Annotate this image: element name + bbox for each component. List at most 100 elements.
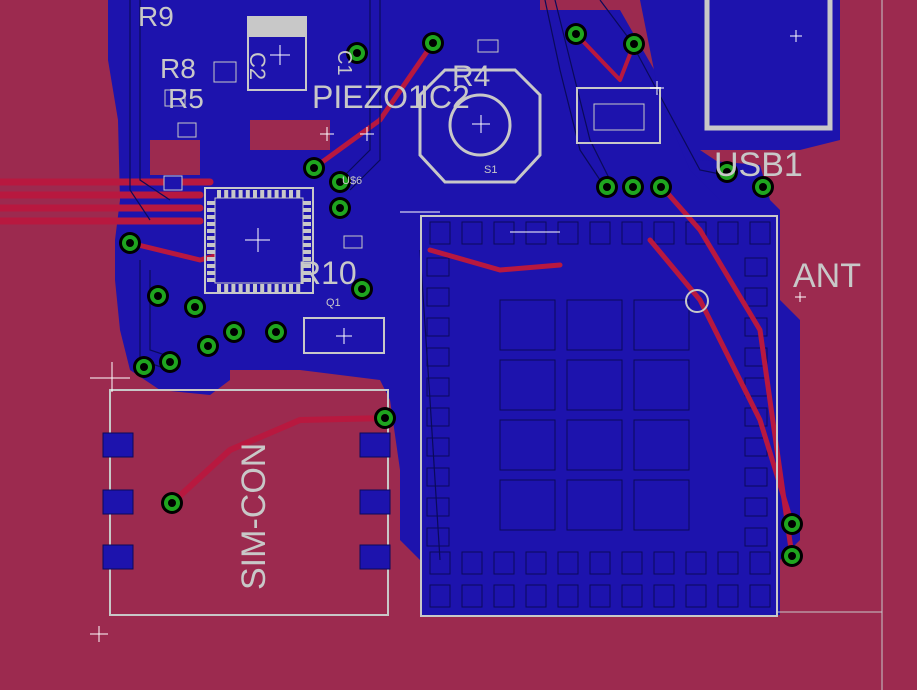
via-hole [629, 183, 637, 191]
switch-s1-button [448, 93, 512, 157]
via-hole [358, 285, 366, 293]
module-pad [426, 257, 450, 277]
smd-components [163, 39, 645, 249]
module-pad [744, 527, 768, 547]
via-hole [788, 552, 796, 560]
via-hole [336, 204, 344, 212]
module-pad [633, 299, 690, 351]
mcu-pin [207, 271, 215, 275]
ic2-outline [576, 87, 661, 144]
mcu-pin [231, 190, 236, 198]
via-hole [230, 328, 238, 336]
via-hole [759, 183, 767, 191]
label-q1: Q1 [326, 297, 341, 309]
mcu-pin [217, 284, 221, 292]
module-pad [426, 467, 450, 487]
module-pad [749, 551, 771, 575]
mcu-pin [207, 250, 215, 254]
module-pad [525, 221, 547, 245]
silkscreen-outlines [109, 0, 883, 690]
module-pad [633, 359, 690, 411]
module-pad [426, 317, 450, 337]
mcu-chip[interactable] [207, 190, 311, 292]
mcu-pin [303, 257, 311, 261]
mcu-pin [207, 257, 215, 261]
via-hole [429, 39, 437, 47]
via-hole [154, 292, 162, 300]
via-hole [657, 183, 665, 191]
via-hole [168, 499, 176, 507]
module-pad [653, 221, 675, 245]
via-hole [603, 183, 611, 191]
module-pad [493, 221, 515, 245]
mcu-pin [303, 222, 311, 226]
module-pad [744, 437, 768, 457]
mcu-pin [274, 284, 279, 292]
mcu-pin [207, 243, 215, 247]
mcu-pin [207, 236, 215, 240]
mcu-pin [207, 201, 215, 205]
via-hole [310, 164, 318, 172]
silkscreen-labels: R9 R8 R5 C1 C2 PIEZO1 IC2 R4 S1 USB1 U$6… [138, 1, 861, 590]
module-pad [749, 584, 771, 608]
mcu-pin [303, 229, 311, 233]
mcu-pin [217, 190, 221, 198]
c2-polarity-band [248, 17, 306, 37]
module-pad [685, 584, 707, 608]
mcu-pin [253, 190, 257, 198]
mcu-pin [274, 190, 279, 198]
via-set [119, 23, 803, 567]
via-hole [204, 342, 212, 350]
module-pad [499, 419, 556, 471]
via-hole [788, 520, 796, 528]
module-pad [499, 299, 556, 351]
label-usb1: USB1 [714, 146, 803, 184]
module-pad [566, 359, 623, 411]
mcu-pin [231, 284, 236, 292]
label-c1: C1 [333, 50, 355, 76]
mcu-pin [303, 201, 311, 205]
module-pad [499, 479, 556, 531]
module-pad [426, 407, 450, 427]
mcu-pin [238, 284, 243, 292]
module-pad [621, 584, 643, 608]
mcu-pin [296, 190, 301, 198]
module-pad [621, 221, 643, 245]
module-pad [589, 221, 611, 245]
label-r4: R4 [452, 60, 490, 93]
module-pad [429, 221, 451, 245]
module-pad [525, 551, 547, 575]
module-pad [566, 479, 623, 531]
module-pad [653, 551, 675, 575]
module-pad [426, 287, 450, 307]
module-pad [717, 584, 739, 608]
module-pad [461, 221, 483, 245]
mcu-pin [303, 208, 311, 212]
mcu-pin [303, 264, 311, 268]
module-pad [749, 221, 771, 245]
mcu-pin [224, 284, 229, 292]
module-pad [744, 467, 768, 487]
module-pad [744, 257, 768, 277]
module-pad [557, 584, 579, 608]
mcu-outline [204, 187, 314, 294]
module-pad [717, 551, 739, 575]
module-pad [557, 551, 579, 575]
module-pad [566, 299, 623, 351]
via-hole [336, 178, 344, 186]
label-piezo: PIEZO1 [312, 79, 426, 115]
module-pad [633, 479, 690, 531]
via-hole [723, 168, 731, 176]
module-pad [621, 551, 643, 575]
module-pad [557, 221, 579, 245]
label-c2: C2 [245, 52, 270, 80]
via-hole [191, 303, 199, 311]
label-sim-con: SIM-CON [235, 443, 273, 590]
label-s1: S1 [484, 164, 497, 176]
mcu-pin [260, 284, 265, 292]
rf-module-outline [420, 215, 778, 617]
module-pad [633, 419, 690, 471]
mcu-pin [303, 243, 311, 247]
